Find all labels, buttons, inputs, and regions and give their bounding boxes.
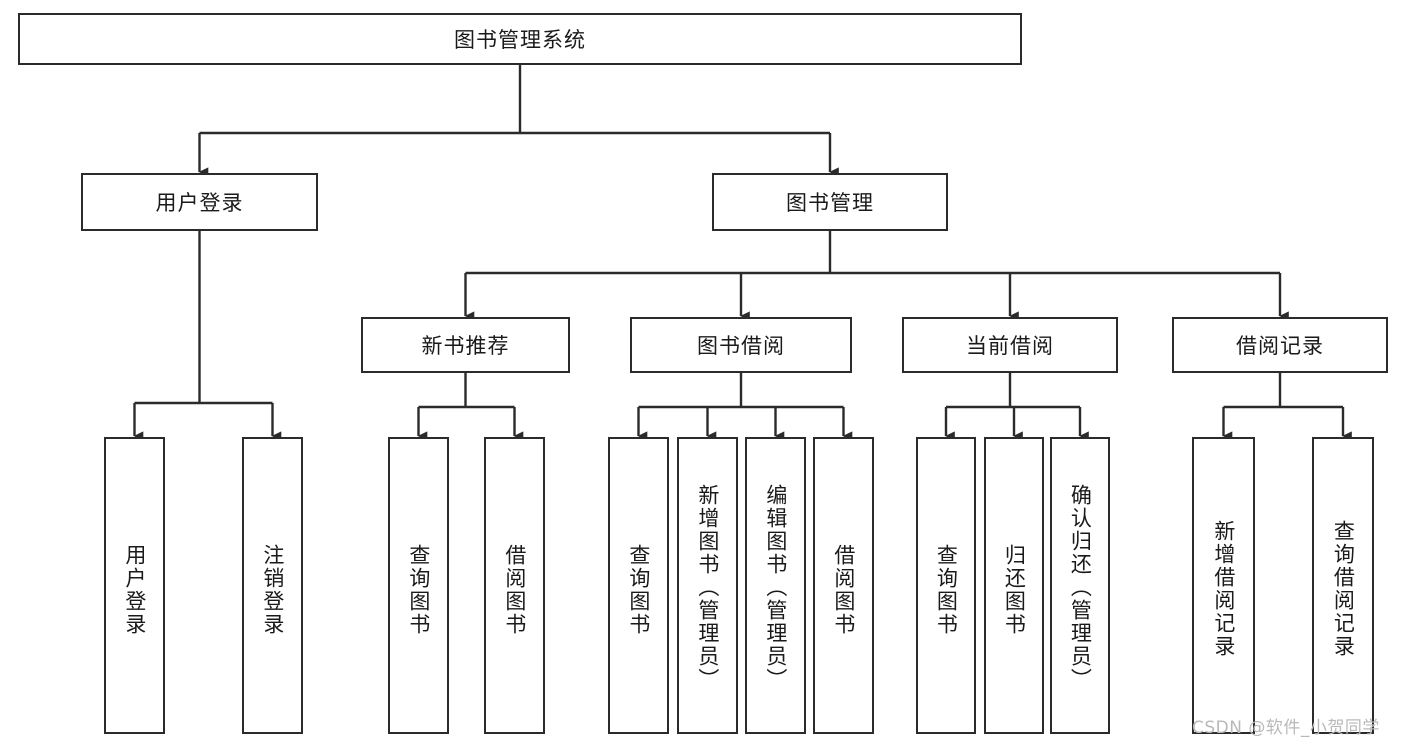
node-label: 查询图书 [934,543,959,636]
node-查询图书[interactable]: 查询图书 [388,437,449,734]
node-label: 借阅图书 [502,543,527,636]
node-图书借阅[interactable]: 图书借阅 [630,317,852,373]
node-label: 查询图书 [406,543,431,636]
node-图书管理系统-root[interactable]: 图书管理系统 [18,13,1022,65]
node-确认归还管理员[interactable]: 确认归还（管理员） [1050,437,1110,734]
node-label: 新增图书（管理员） [695,483,720,691]
node-label: 编辑图书（管理员） [763,483,788,691]
node-查询图书[interactable]: 查询图书 [916,437,976,734]
node-注销登录[interactable]: 注销登录 [242,437,303,734]
node-label: 借阅图书 [831,543,856,636]
node-label: 图书管理 [786,191,874,215]
node-label: 图书管理系统 [454,28,586,52]
node-label: 注销登录 [260,543,285,636]
node-借阅图书[interactable]: 借阅图书 [813,437,874,734]
node-编辑图书管理员[interactable]: 编辑图书（管理员） [745,437,806,734]
node-label: 用户登录 [122,543,147,636]
node-用户登录[interactable]: 用户登录 [104,437,165,734]
node-label: 归还图书 [1002,543,1027,636]
node-label: 新书推荐 [421,334,510,358]
node-label: 查询借阅记录 [1331,519,1356,658]
node-图书管理[interactable]: 图书管理 [712,173,948,231]
node-查询图书[interactable]: 查询图书 [608,437,669,734]
node-归还图书[interactable]: 归还图书 [984,437,1044,734]
node-借阅记录[interactable]: 借阅记录 [1172,317,1388,373]
node-查询借阅记录[interactable]: 查询借阅记录 [1312,437,1374,734]
node-label: 确认归还（管理员） [1068,483,1093,691]
node-新增图书管理员[interactable]: 新增图书（管理员） [677,437,738,734]
node-label: 图书借阅 [697,334,785,358]
node-当前借阅[interactable]: 当前借阅 [902,317,1118,373]
watermark-label: CSDN @软件_小贺同学 [1192,718,1380,738]
node-label: 借阅记录 [1236,334,1324,358]
node-label: 用户登录 [155,191,244,215]
node-label: 新增借阅记录 [1211,519,1236,658]
node-借阅图书[interactable]: 借阅图书 [484,437,545,734]
node-label: 当前借阅 [966,334,1054,358]
node-用户登录[interactable]: 用户登录 [81,173,318,231]
node-新增借阅记录[interactable]: 新增借阅记录 [1192,437,1255,734]
node-新书推荐[interactable]: 新书推荐 [361,317,570,373]
node-label: 查询图书 [626,543,651,636]
